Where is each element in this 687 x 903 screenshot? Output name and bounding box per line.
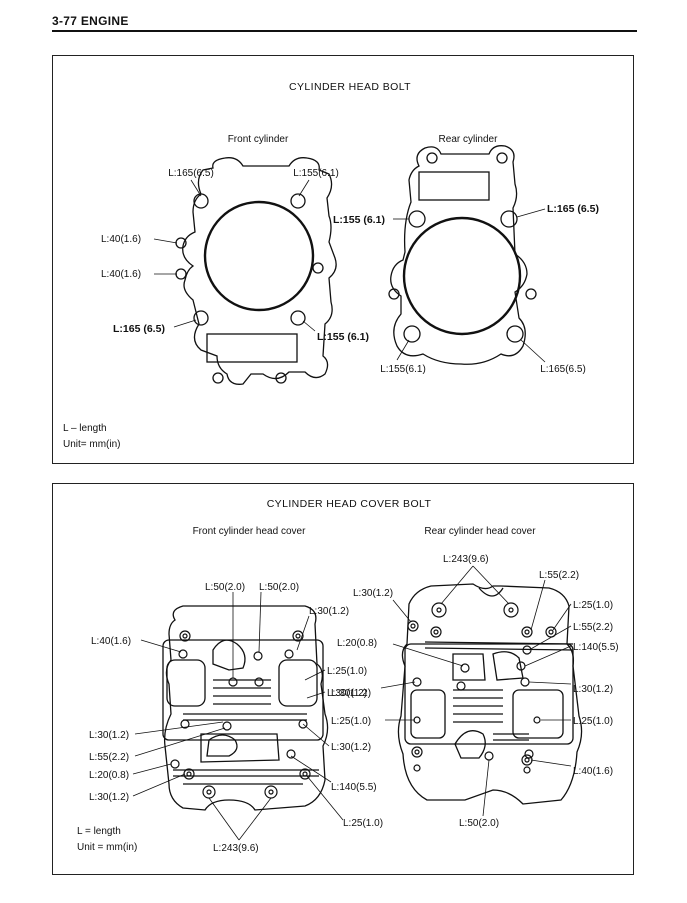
- front-cover-label-left-4: L:30(1.2): [89, 792, 129, 803]
- cylinder-head-bolt-diagram: CYLINDER HEAD BOLT Front cylinder Rear c…: [63, 81, 599, 450]
- rear-leader-lines: [393, 208, 546, 363]
- front-cover-label-right-4: L:25(1.0): [343, 818, 383, 829]
- front-label-top-left: L:165(6.5): [168, 168, 214, 179]
- head-bolt-title: CYLINDER HEAD BOLT: [289, 81, 411, 93]
- rear-cover-label-right-6: L:40(1.6): [573, 766, 613, 777]
- front-label-left-lower: L:40(1.6): [101, 269, 141, 280]
- front-cover-label-left-2: L:55(2.2): [89, 752, 129, 763]
- cylinder-head-cover-bolt-panel: CYLINDER HEAD COVER BOLT Front cylinder …: [52, 483, 634, 875]
- front-cover-caption: Front cylinder head cover: [193, 526, 307, 537]
- rear-cover-label-right-2: L:55(2.2): [573, 622, 613, 633]
- front-cover-label-right-1: L:25(1.0): [327, 666, 367, 677]
- front-cover-label-bottom: L:243(9.6): [213, 843, 259, 854]
- rear-label-bottom-left: L:155(6.1): [380, 364, 426, 375]
- cylinder-head-bolt-panel: CYLINDER HEAD BOLT Front cylinder Rear c…: [52, 55, 634, 464]
- front-cover-label-top-right: L:30(1.2): [309, 606, 349, 617]
- front-label-bottom-right: L:155 (6.1): [317, 331, 369, 343]
- front-cover-label-top-b: L:50(2.0): [259, 582, 299, 593]
- rear-cover-label-right-3: L:140(5.5): [573, 642, 619, 653]
- rear-cylinder-caption: Rear cylinder: [439, 134, 499, 145]
- front-cover-label-left-3: L:20(0.8): [89, 770, 129, 781]
- cover-bolt-title: CYLINDER HEAD COVER BOLT: [267, 498, 432, 510]
- cover-legend-unit: Unit = mm(in): [77, 842, 137, 853]
- front-cover-label-left-top: L:40(1.6): [91, 636, 131, 647]
- rear-cover-label-right-5: L:25(1.0): [573, 716, 613, 727]
- rear-cover-caption: Rear cylinder head cover: [424, 526, 536, 537]
- shared-cover-label-2: L:30(1.2): [331, 688, 371, 699]
- rear-cover-label-right-4: L:30(1.2): [573, 684, 613, 695]
- rear-cover-fins: [453, 689, 503, 723]
- front-label-bottom-left: L:165 (6.5): [113, 323, 165, 335]
- rear-cover-label-left-1: L:20(0.8): [337, 638, 377, 649]
- front-label-top-right: L:155(6.1): [293, 168, 339, 179]
- cover-legend-length: L = length: [77, 826, 121, 837]
- front-label-left-upper: L:40(1.6): [101, 234, 141, 245]
- front-cover-label-right-3: L:140(5.5): [331, 782, 377, 793]
- rear-cover-label-bottom: L:50(2.0): [459, 818, 499, 829]
- header-rule: [52, 30, 637, 32]
- front-cover-label-left-1: L:30(1.2): [89, 730, 129, 741]
- page-header: 3-77 ENGINE: [52, 14, 129, 28]
- front-cover-label-right-2: L:30(1.2): [327, 688, 367, 699]
- rear-cover-label-top: L:243(9.6): [443, 554, 489, 565]
- head-legend-unit: Unit= mm(in): [63, 439, 121, 450]
- front-cylinder-gasket: [175, 157, 337, 385]
- rear-label-upper-right: L:165 (6.5): [547, 203, 599, 215]
- shared-cover-label: L:30(1.2): [331, 742, 371, 753]
- left-25-label: L:25(1.0): [331, 716, 371, 727]
- front-cover-drawing: [162, 605, 329, 811]
- rear-cover-label-right-1: L:25(1.0): [573, 600, 613, 611]
- rear-cover-leader-lines: [380, 565, 572, 817]
- cylinder-head-cover-bolt-diagram: CYLINDER HEAD COVER BOLT Front cylinder …: [77, 498, 619, 854]
- front-cylinder-caption: Front cylinder: [228, 134, 289, 145]
- head-legend-length: L – length: [63, 423, 107, 434]
- rear-cover-drawing: [397, 583, 583, 805]
- front-cover-leader-lines: [132, 591, 344, 841]
- front-leader-lines: [153, 179, 316, 332]
- rear-label-upper-left: L:155 (6.1): [333, 214, 385, 226]
- front-cover-fins: [213, 679, 271, 705]
- rear-cylinder-gasket: [388, 145, 537, 365]
- front-cover-label-top-a: L:50(2.0): [205, 582, 245, 593]
- rear-cover-label-top-left: L:30(1.2): [353, 588, 393, 599]
- rear-cover-label-top-right-a: L:55(2.2): [539, 570, 579, 581]
- rear-label-bottom-right: L:165(6.5): [540, 364, 586, 375]
